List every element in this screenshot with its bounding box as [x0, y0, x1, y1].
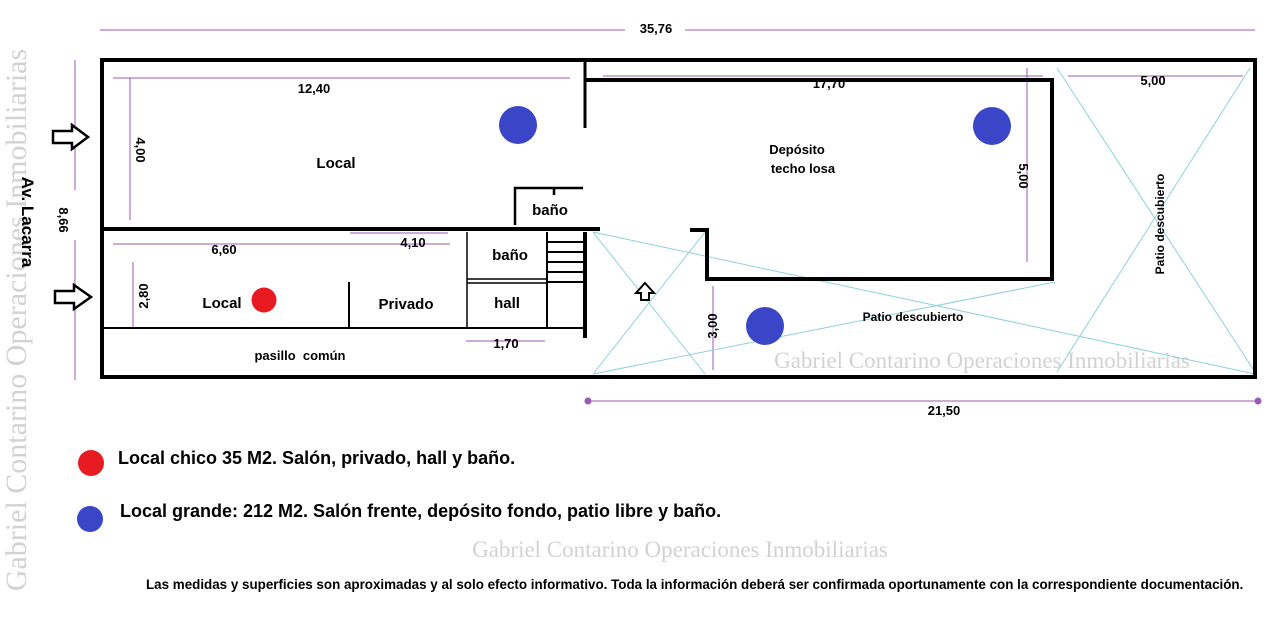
disclaimer-text: Las medidas y superficies son aproximada… — [146, 577, 1244, 592]
blue-dot-local — [499, 106, 537, 144]
dim-deposito-length: 17,70 — [813, 76, 846, 91]
dim-total-width: 8,66 — [56, 207, 71, 232]
blue-dot-deposito — [973, 107, 1011, 145]
watermark-vertical: Gabriel Contarino Operaciones Inmobiliar… — [0, 49, 33, 591]
legend-text: Local grande: 212 M2. Salón frente, depó… — [120, 501, 722, 521]
red-dot-local-chico — [251, 287, 277, 313]
room-hall: hall — [494, 295, 520, 312]
room-bano-grande: baño — [532, 202, 568, 219]
room-privado: Privado — [378, 296, 433, 313]
room-pasillo: pasillo común — [254, 348, 345, 363]
legend-item-red: Local chico 35 M2. Salón, privado, hall … — [78, 444, 838, 478]
entrance-arrow-icon — [53, 282, 94, 312]
dimension-endpoint — [1254, 397, 1262, 405]
dim-local-grande-width: 4,00 — [133, 137, 148, 162]
room-deposito-line1: Depósito — [769, 142, 825, 157]
up-arrow-icon — [633, 281, 657, 301]
blue-dot-icon — [77, 506, 103, 532]
dim-hall-width: 1,70 — [493, 336, 518, 351]
dim-rear-length: 21,50 — [928, 403, 961, 418]
room-patio-center: Patio descubierto — [863, 310, 964, 324]
blue-dot-patio — [746, 307, 784, 345]
dim-privado-length: 4,10 — [400, 235, 425, 250]
dimension-endpoint — [584, 397, 592, 405]
dim-total-length: 35,76 — [640, 21, 673, 36]
room-local-grande: Local — [316, 155, 355, 172]
room-bano-chico: baño — [492, 247, 528, 264]
red-dot-icon — [78, 450, 104, 476]
dimension-lines — [74, 29, 1258, 402]
dim-patio-right-width: 5,00 — [1140, 73, 1165, 88]
patio-crosses — [592, 67, 1256, 375]
dim-patio-width: 3,00 — [705, 313, 720, 338]
room-deposito-line2: techo losa — [771, 161, 836, 176]
street-label: Av. Lacarra — [18, 177, 37, 268]
room-patio-right: Patio descubierto — [1153, 174, 1167, 275]
stairs — [548, 241, 583, 283]
watermark-bottom: Gabriel Contarino Operaciones Inmobiliar… — [472, 537, 888, 562]
room-local-chico: Local — [202, 295, 241, 312]
dim-deposito-width: 5,00 — [1016, 163, 1031, 188]
legend-item-blue: Local grande: 212 M2. Salón frente, depó… — [77, 497, 837, 532]
entrance-arrow-icon — [51, 122, 91, 152]
walls — [100, 58, 1257, 379]
legend-text: Local chico 35 M2. Salón, privado, hall … — [118, 448, 516, 468]
dim-local-chico-length: 6,60 — [211, 242, 236, 257]
watermark-plan: Gabriel Contarino Operaciones Inmobiliar… — [774, 348, 1190, 373]
dim-local-grande-length: 12,40 — [298, 81, 331, 96]
dim-local-chico-width: 2,80 — [136, 283, 151, 308]
